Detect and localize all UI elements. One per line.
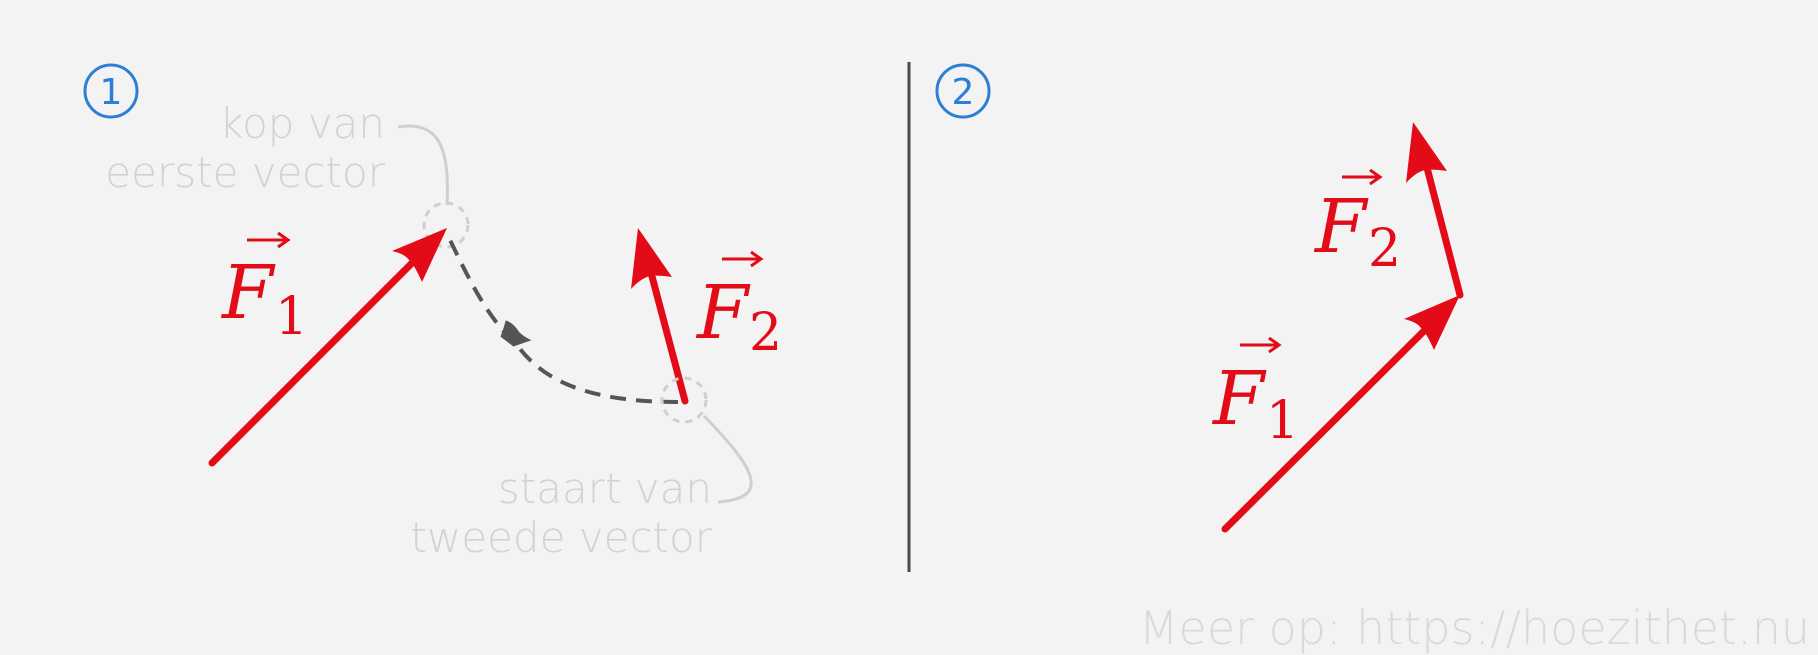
- vector-f1-label-panel-2: F 1: [1211, 336, 1299, 451]
- svg-text:F: F: [1211, 356, 1267, 442]
- svg-text:1: 1: [1266, 391, 1299, 451]
- footer-link[interactable]: Meer op: https://hoezithet.nu: [1139, 601, 1810, 655]
- vector-f1-panel-2: [1221, 295, 1460, 533]
- panel-2-number: 2: [935, 63, 991, 119]
- head-of-first-vector-label: kop van eerste vector: [105, 99, 385, 197]
- svg-text:F: F: [1313, 184, 1369, 270]
- svg-text:kop van: kop van: [219, 99, 385, 148]
- vector-f2-label-panel-2: F 2: [1313, 168, 1401, 279]
- svg-text:2: 2: [749, 303, 782, 363]
- panel-1-number: 1: [83, 63, 139, 119]
- vector-f2-panel-2: [1406, 122, 1464, 299]
- move-vector-path: [448, 239, 679, 404]
- svg-text:F: F: [220, 250, 276, 336]
- vector-f2-panel-1: [631, 228, 689, 405]
- svg-text:2: 2: [1368, 219, 1401, 279]
- head-of-first-vector-marker: [422, 201, 470, 249]
- svg-text:2: 2: [952, 72, 975, 113]
- svg-text:staart van: staart van: [498, 464, 712, 513]
- tail-of-second-vector-label: staart van tweede vector: [410, 464, 712, 562]
- svg-text:1: 1: [100, 72, 123, 113]
- svg-text:F: F: [695, 270, 751, 356]
- svg-text:1: 1: [275, 287, 308, 347]
- svg-text:eerste vector: eerste vector: [105, 148, 385, 197]
- tail-label-connector: [702, 414, 753, 504]
- vector-f1-panel-1: [208, 228, 447, 467]
- vector-f1-label-panel-1: F 1: [220, 231, 308, 347]
- head-label-connector: [397, 124, 449, 206]
- move-path-arrowhead-icon: [500, 320, 532, 347]
- tail-of-second-vector-marker: [660, 376, 708, 424]
- svg-text:tweede vector: tweede vector: [410, 513, 712, 562]
- vector-f2-label-panel-1: F 2: [695, 250, 782, 363]
